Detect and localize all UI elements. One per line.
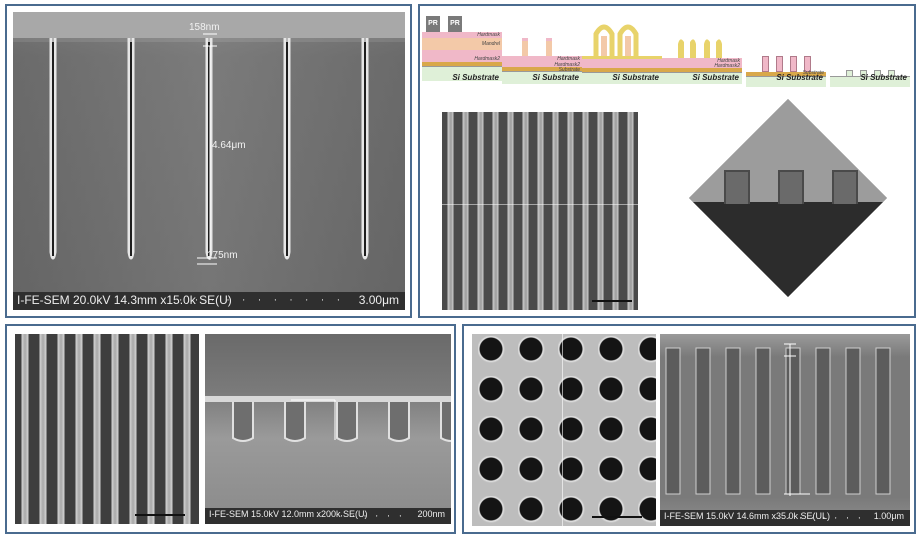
- layer-si: [662, 72, 742, 84]
- sem-info-text: I-FE-SEM 15.0kV 12.0mm x200k SE(U): [209, 509, 368, 519]
- trench-cross-section-drawing: [205, 396, 451, 442]
- scale-label: 3.00μm: [358, 293, 399, 307]
- spacer-etch-drawing: [678, 39, 722, 58]
- scale-bar: [592, 516, 642, 518]
- layer-substrate: [582, 68, 662, 72]
- fin: [804, 56, 811, 72]
- si-substrate-label: Si Substrate: [532, 73, 579, 82]
- layer-si: [582, 72, 662, 84]
- deep-trench-drawing: [13, 12, 405, 294]
- tem-fin: [832, 170, 858, 204]
- layer-substrate: [746, 72, 826, 76]
- hardmask-cap: [546, 38, 552, 41]
- label-hardmask2: Hardmask2: [714, 63, 740, 69]
- sem-image-cross-section-deep-holes: I-FE-SEM 15.0kV 14.6mm x35.0k SE(UL) ' '…: [660, 334, 910, 526]
- scale-bar: [592, 300, 632, 302]
- layer-hardmask: [582, 59, 662, 64]
- label-substrate: Substrate: [558, 67, 580, 73]
- fin: [776, 56, 783, 72]
- mandrel-pillar: [546, 40, 552, 62]
- scale-ticks: ' ' ' ' ' ' ' ' ' ' ': [179, 298, 345, 307]
- image-seam: [442, 204, 638, 205]
- layer-hardmask2: [502, 62, 582, 67]
- panel-top-left: 158nm 4.64μm 175nm I-FE-SEM 20.0kV 14.3m…: [5, 4, 412, 318]
- label-hardmask2: Hardmask2: [554, 62, 580, 68]
- panel-bottom-left: I-FE-SEM 15.0kV 12.0mm x200k SE(U) ' ' '…: [5, 324, 456, 534]
- layer-hardmask2: [662, 63, 742, 68]
- sem-image-hole-array: [472, 334, 656, 526]
- sem-info-bar: I-FE-SEM 20.0kV 14.3mm x15.0k SE(U) ' ' …: [13, 292, 405, 310]
- spacer-deposition-drawing: [582, 24, 662, 59]
- measurement-bottom: 175nm: [207, 250, 238, 261]
- si-substrate-label: Si Substrate: [612, 73, 659, 82]
- tem-image-fin-cross-section: [689, 99, 887, 297]
- layer-si: [502, 71, 582, 84]
- sem-image-top-view-lines-2: [15, 334, 199, 524]
- layer-hardmask: [662, 58, 742, 63]
- label-hardmask: Hardmask: [557, 56, 580, 62]
- process-step-1: PR PR Hardmask Mandrel Hardmask2 Si Subs…: [422, 16, 502, 82]
- process-step-2: Hardmask Hardmask2 Substrate Si Substrat…: [502, 16, 582, 84]
- label-mandrel: Mandrel: [481, 41, 500, 47]
- process-step-4: Hardmask Hardmask2 Si Substrate: [662, 16, 742, 84]
- layer-hardmask: [502, 56, 582, 62]
- layer-hardmask2: [582, 64, 662, 68]
- tem-fin: [724, 170, 750, 204]
- scale-ticks: ' ' ' ' ' ' ' ': [317, 514, 405, 523]
- tem-fin: [778, 170, 804, 204]
- sem-info-bar: I-FE-SEM 15.0kV 12.0mm x200k SE(U) ' ' '…: [205, 508, 451, 524]
- fin: [790, 56, 797, 72]
- image-seam: [562, 334, 563, 526]
- scale-label: 1.00μm: [873, 511, 904, 521]
- hardmask-cap: [522, 38, 528, 41]
- layer-substrate: [502, 67, 582, 71]
- label-substrate: Substrate: [802, 70, 824, 76]
- process-step-3: Si Substrate: [582, 16, 662, 84]
- label-hardmask: Hardmask: [717, 58, 740, 64]
- measurement-top: 158nm: [189, 22, 220, 33]
- scale-ticks: ' ' ' ' ' ' ' ': [776, 516, 864, 525]
- scale-label: 200nm: [417, 509, 445, 519]
- layer-hardmask-lower: [422, 50, 502, 56]
- si-substrate-label: Si Substrate: [452, 73, 499, 82]
- pr-block-1: PR: [426, 16, 440, 32]
- process-step-6: Si Substrate: [830, 16, 910, 87]
- fin: [762, 56, 769, 72]
- deep-hole-drawing: [665, 343, 891, 496]
- layer-mandrel: [422, 38, 502, 50]
- sem-info-text: I-FE-SEM 15.0kV 14.6mm x35.0k SE(UL): [664, 511, 831, 521]
- measurement-middle: 4.64μm: [212, 140, 246, 151]
- layer-substrate: [422, 62, 502, 66]
- sem-info-bar: I-FE-SEM 15.0kV 14.6mm x35.0k SE(UL) ' '…: [660, 510, 910, 526]
- layer-si: [830, 76, 910, 87]
- si-substrate-label: Si Substrate: [776, 73, 823, 82]
- mandrel-pillar: [522, 40, 528, 62]
- sem-image-cross-section-trenches: I-FE-SEM 15.0kV 12.0mm x200k SE(U) ' ' '…: [205, 334, 451, 524]
- layer-si: [422, 66, 502, 81]
- scale-bar: [135, 514, 185, 516]
- sem-image-cross-section-deep-trench: 158nm 4.64μm 175nm I-FE-SEM 20.0kV 14.3m…: [13, 12, 405, 310]
- panel-bottom-right: I-FE-SEM 15.0kV 14.6mm x35.0k SE(UL) ' '…: [462, 324, 916, 534]
- layer-hardmask2: [422, 56, 502, 62]
- label-hardmask2: Hardmask2: [474, 56, 500, 62]
- pr-block-2: PR: [448, 16, 462, 32]
- si-substrate-label: Si Substrate: [860, 73, 907, 82]
- tem-inner: [689, 99, 887, 297]
- layer-hardmask: [422, 32, 502, 38]
- layer-substrate: [662, 68, 742, 72]
- sem-info-text: I-FE-SEM 20.0kV 14.3mm x15.0k SE(U): [17, 293, 232, 307]
- panel-top-right: PR PR Hardmask Mandrel Hardmask2 Si Subs…: [418, 4, 916, 318]
- process-step-5: Substrate Si Substrate: [746, 16, 826, 87]
- label-hardmask: Hardmask: [477, 32, 500, 38]
- layer-si: [746, 76, 826, 87]
- sem-image-top-view-lines: [442, 112, 638, 310]
- si-substrate-label: Si Substrate: [692, 73, 739, 82]
